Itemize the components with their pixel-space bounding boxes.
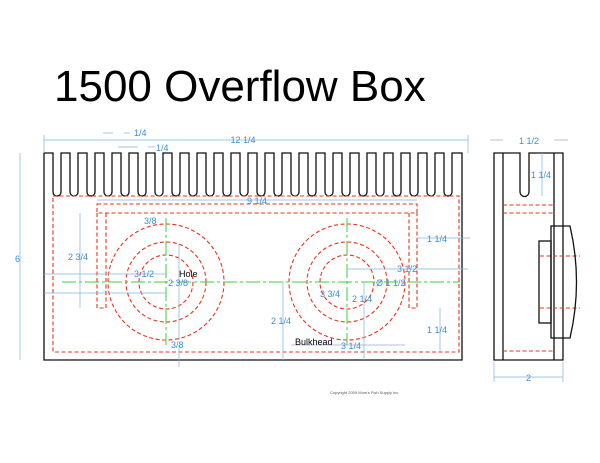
dim-right-offset-bottom: 1 1/4: [427, 325, 447, 335]
dim-slot-spacing: 1/4: [156, 143, 169, 153]
dim-hole-left: 3 1/2: [134, 269, 154, 279]
inner-hidden-wall: [52, 195, 460, 353]
side-view: 1 1/2 1 1/4 2: [490, 136, 580, 383]
baffle-hidden: [96, 203, 418, 309]
front-view: 12 1/4 1/4 1/4 9 1/4 6 2 3/4 3/8 3/8 3 1…: [15, 128, 470, 367]
dim-hole-dia: 2 3/8: [168, 278, 188, 288]
label-hole: Hole: [179, 269, 198, 279]
dim-baffle-width: 9 1/4: [247, 196, 267, 206]
bulkhead-body: [538, 240, 552, 324]
dim-offset-bottom: 3/8: [171, 340, 184, 350]
dim-right-hole: 3 1/2: [397, 264, 417, 274]
dim-slot-depth: 1 1/4: [531, 170, 551, 180]
bulkhead-flange: [550, 225, 578, 339]
dimension-labels: 12 1/4 1/4 1/4 9 1/4 6 2 3/4 3/8 3/8 3 1…: [15, 128, 447, 351]
dim-bulkhead-height: 2 1/4: [271, 316, 291, 326]
dim-right-dia: Ø 1 1/2: [376, 278, 406, 288]
copyright-text: Copyright 2009 Mom's Fish Supply Inc: [330, 390, 398, 395]
dim-center-height: 2 1/4: [352, 294, 372, 304]
dimension-lines: [19, 132, 470, 367]
dim-bulkhead-dia: 3 3/4: [320, 289, 340, 299]
dim-overall-width: 12 1/4: [230, 135, 255, 145]
label-bulkhead: Bulkhead: [295, 337, 333, 347]
dim-height: 6: [15, 254, 20, 264]
dim-bulkhead-width: 3 1/4: [341, 341, 361, 351]
front-outline: [43, 152, 463, 361]
drawing-title: 1500 Overflow Box: [54, 62, 426, 111]
dim-right-offset-top: 1 1/4: [427, 234, 447, 244]
dim-depth: 2: [526, 373, 531, 383]
side-outline: [493, 152, 564, 361]
dim-baffle-height: 2 3/4: [68, 252, 88, 262]
side-hidden-lines: [503, 204, 580, 352]
dim-top-width: 1 1/2: [519, 136, 539, 146]
side-dimensions: 1 1/2 1 1/4 2: [490, 136, 568, 383]
dim-offset-top: 3/8: [144, 216, 157, 226]
dim-slot-width: 1/4: [134, 128, 147, 138]
